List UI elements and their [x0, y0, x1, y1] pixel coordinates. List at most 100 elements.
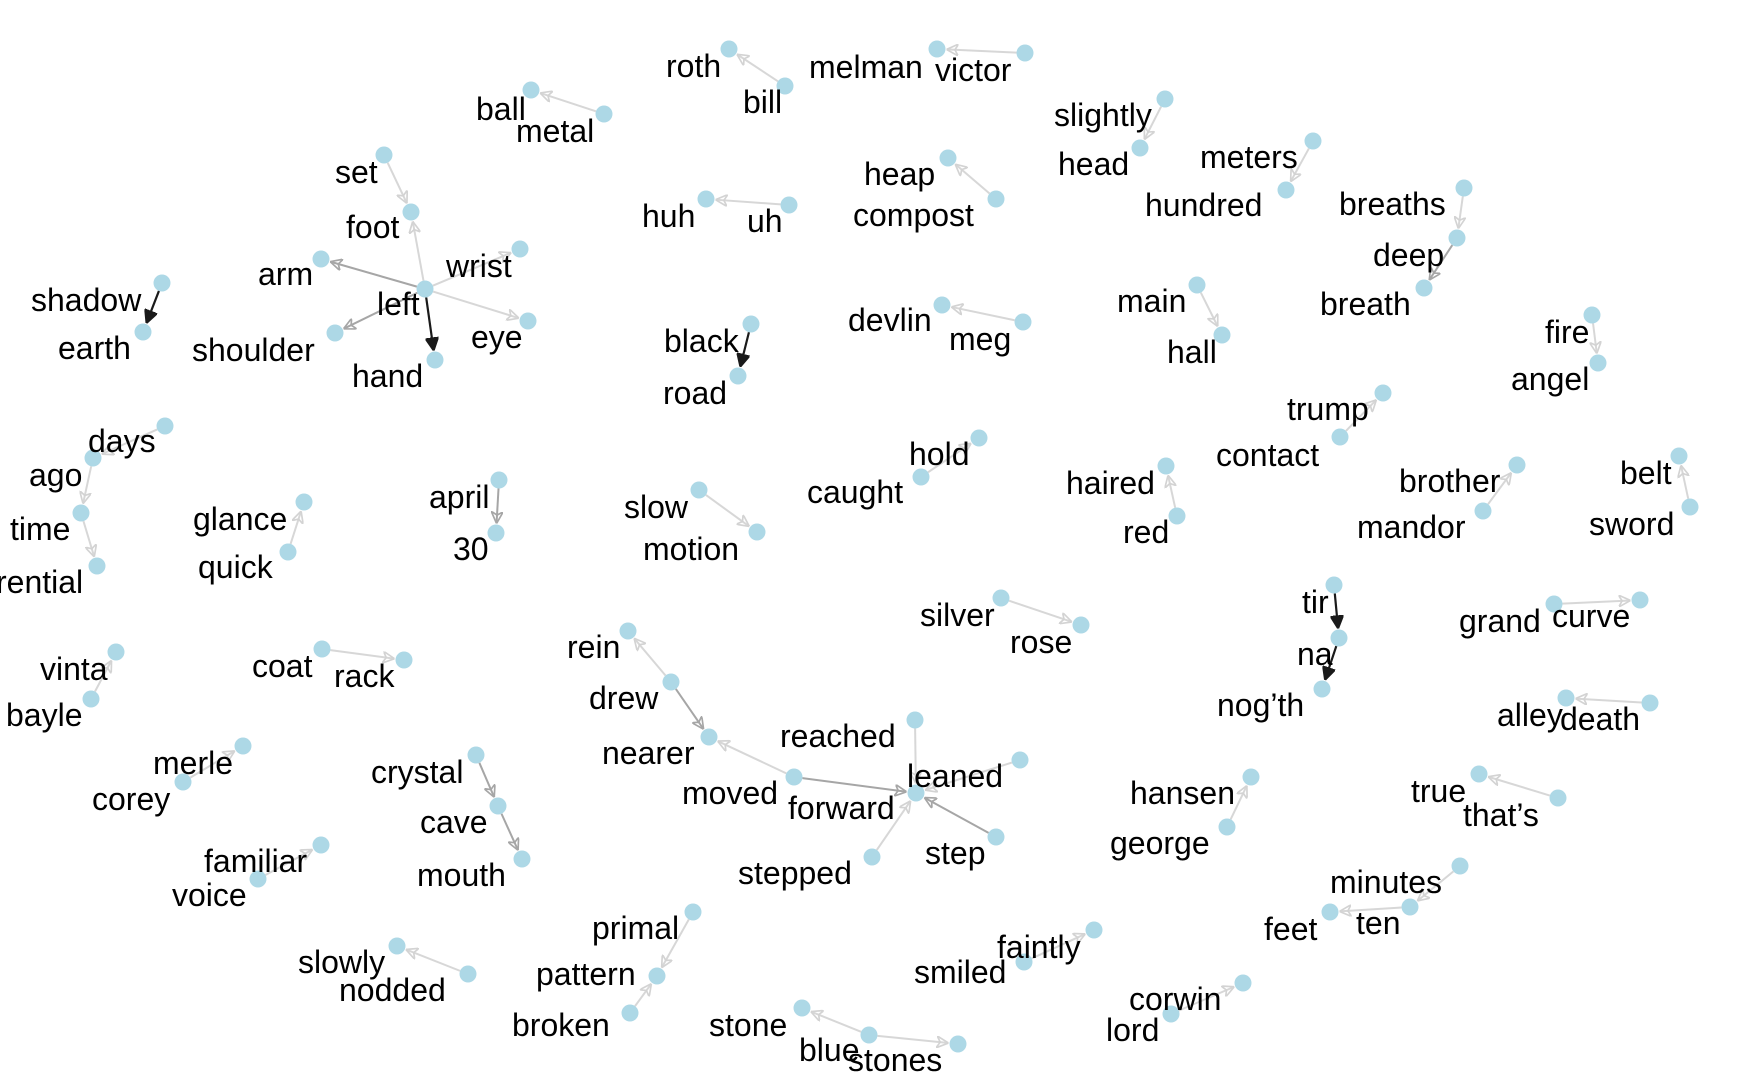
node-breath [1415, 279, 1433, 297]
node-meters [1304, 132, 1322, 150]
node-label-slowly: slowly [298, 944, 385, 980]
node-na [1330, 629, 1348, 647]
node-contact [1331, 428, 1349, 446]
node-label-reached: reached [780, 718, 896, 754]
node-label-trump: trump [1287, 391, 1369, 427]
edge-bill-to-roth [737, 54, 779, 83]
node-blue [860, 1026, 878, 1044]
node-label-shoulder: shoulder [192, 332, 315, 368]
node-label-head: head [1058, 146, 1129, 182]
node-motion [748, 523, 766, 541]
node-faintly [1085, 921, 1103, 939]
edge-set-to-foot [386, 162, 407, 204]
node-thats [1549, 789, 1567, 807]
edge-bayle-to-vinta [94, 660, 113, 692]
node-label-stepped: stepped [738, 855, 852, 891]
node-label-uh: uh [747, 203, 783, 239]
edge-blue-to-stones [877, 1034, 948, 1043]
node-stones [949, 1035, 967, 1053]
node-familiar [312, 836, 330, 854]
node-label-haired: haired [1066, 465, 1155, 501]
node-label-bill: bill [743, 84, 782, 120]
edge-stepped-to-forward [875, 801, 911, 851]
node-step [987, 828, 1005, 846]
node-label-devlin: devlin [848, 302, 932, 338]
edge-drew-to-nearer [675, 688, 704, 729]
edge-primal-to-pattern [662, 918, 690, 967]
node-coat [313, 640, 331, 658]
node-ten [1401, 898, 1419, 916]
edge-meters-to-hundred [1291, 147, 1310, 181]
node-label-corwin: corwin [1129, 981, 1221, 1017]
node-roth [720, 40, 738, 58]
node-label-quick: quick [198, 549, 274, 585]
node-label-george: george [1110, 825, 1210, 861]
edge-lord-to-corwin [1178, 987, 1234, 1012]
node-ago [84, 449, 102, 467]
node-tir [1325, 576, 1343, 594]
node-label-wrist: wrist [445, 248, 512, 284]
node-breaths [1455, 179, 1473, 197]
node-label-april: april [429, 479, 489, 515]
node-label-mouth: mouth [417, 857, 506, 893]
node-reached [906, 711, 924, 729]
node-rack [395, 651, 413, 669]
node-label-eye: eye [471, 319, 523, 355]
node-label-broken: broken [512, 1007, 610, 1043]
node-angel [1589, 354, 1607, 372]
node-death [1641, 694, 1659, 712]
node-label-sword: sword [1589, 506, 1674, 542]
node-head [1131, 139, 1149, 157]
edge-george-to-hansen [1229, 786, 1247, 820]
node-hold [970, 429, 988, 447]
edge-tir-to-na [1335, 593, 1338, 628]
edge-deep-to-breath [1429, 244, 1454, 280]
node-hand [426, 351, 444, 369]
edge-meg-to-devlin [951, 307, 1015, 322]
node-quick [279, 543, 297, 561]
node-label-step: step [925, 835, 985, 871]
edge-left-to-shoulder [344, 291, 418, 329]
node-rose [1072, 616, 1090, 634]
node-silver [992, 589, 1010, 607]
node-melman [928, 40, 946, 58]
node-label-slow: slow [624, 489, 689, 525]
node-label-nearer: nearer [602, 735, 695, 771]
node-label-death: death [1560, 701, 1640, 737]
node-earth [134, 323, 152, 341]
edge-april-to-30 [497, 488, 499, 523]
node-label-melman: melman [809, 49, 923, 85]
node-label-na: na [1297, 636, 1333, 672]
node-april [490, 471, 508, 489]
node-ball [522, 81, 540, 99]
node-metal [595, 105, 613, 123]
node-label-days: days [88, 423, 156, 459]
node-devlin [933, 296, 951, 314]
node-label-nodded: nodded [339, 972, 446, 1008]
node-label-blue: blue [799, 1032, 860, 1068]
node-label-forward: forward [788, 790, 895, 826]
edge-moved-to-nearer [718, 741, 787, 775]
node-slightly [1156, 90, 1174, 108]
node-brother [1508, 456, 1526, 474]
edge-left-to-hand [425, 297, 433, 350]
node-slowly [388, 937, 406, 955]
node-victor [1016, 44, 1034, 62]
edge-grand-to-curve [1562, 600, 1630, 603]
edge-black-to-road [740, 331, 751, 367]
node-belt [1670, 447, 1688, 465]
node-label-primal: primal [592, 910, 679, 946]
node-label-roth: roth [666, 48, 721, 84]
edge-ten-to-feet [1339, 908, 1402, 912]
node-label-left: left [377, 286, 420, 322]
edge-days-to-ago [102, 428, 158, 454]
node-label-foot: foot [346, 209, 399, 245]
node-label-30: 30 [453, 531, 489, 567]
edge-minutes-to-ten [1417, 870, 1455, 901]
node-label-cave: cave [420, 804, 488, 840]
node-label-caught: caught [807, 474, 903, 510]
node-label-time: time [10, 511, 70, 547]
node-label-minutes: minutes [1330, 864, 1442, 900]
